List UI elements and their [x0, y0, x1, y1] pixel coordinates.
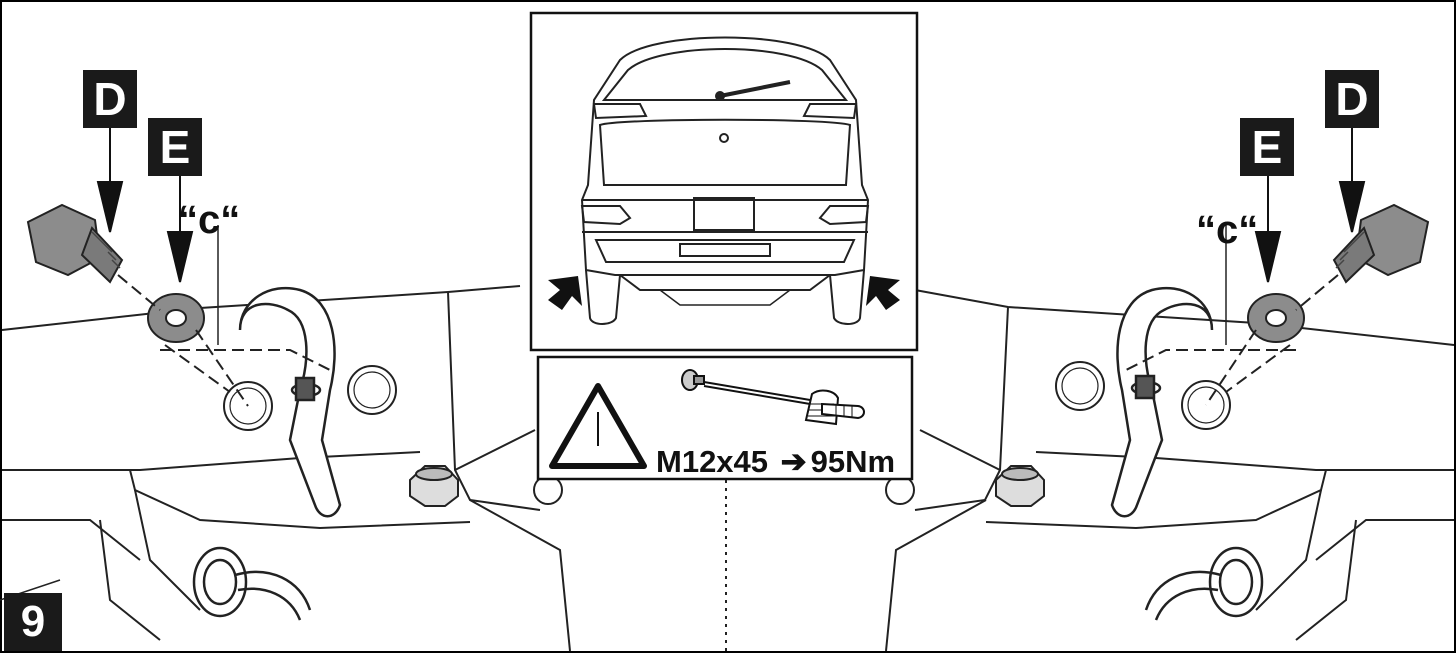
left-underbody	[0, 285, 571, 652]
right-mounting-holes	[885, 361, 1231, 505]
right-nut	[995, 465, 1045, 507]
right-underbody	[885, 289, 1455, 652]
torque-spec-box	[536, 355, 914, 481]
left-pointer-arrows	[96, 128, 194, 283]
inset-right-arrow-icon	[866, 276, 900, 310]
label-badge-e-left: E	[148, 118, 202, 176]
warning-triangle-icon	[549, 383, 647, 469]
torque-value: 95Nm	[810, 444, 896, 479]
right-bolt	[1332, 203, 1430, 284]
bolt-size: M12x45	[656, 444, 769, 479]
point-label-c-left: “c“	[178, 198, 241, 242]
inset-left-arrow-icon	[548, 276, 582, 310]
left-cable-hook	[238, 286, 342, 518]
label-badge-d-right: D	[1325, 70, 1379, 128]
left-nut	[409, 465, 459, 507]
left-connector	[192, 546, 312, 621]
right-alignment-lines	[1125, 225, 1339, 406]
right-cable-hook	[1110, 286, 1214, 518]
step-number-badge: 9	[4, 593, 62, 651]
point-label-c-right: “c“	[1196, 208, 1259, 252]
left-bolt	[26, 203, 124, 284]
right-pointer-arrows	[1254, 128, 1366, 283]
right-connector	[1144, 546, 1264, 621]
left-alignment-lines	[117, 225, 331, 407]
torque-wrench-icon	[681, 369, 865, 426]
vehicle-rear-inset	[529, 11, 919, 352]
arrow-right-icon: ➔	[780, 444, 807, 479]
right-washer	[1247, 293, 1305, 343]
label-badge-e-right: E	[1240, 118, 1294, 176]
label-badge-d-left: D	[83, 70, 137, 128]
left-washer	[147, 293, 205, 343]
left-mounting-holes	[223, 365, 563, 505]
torque-spec-text: M12x45 ➔95Nm	[656, 444, 895, 480]
